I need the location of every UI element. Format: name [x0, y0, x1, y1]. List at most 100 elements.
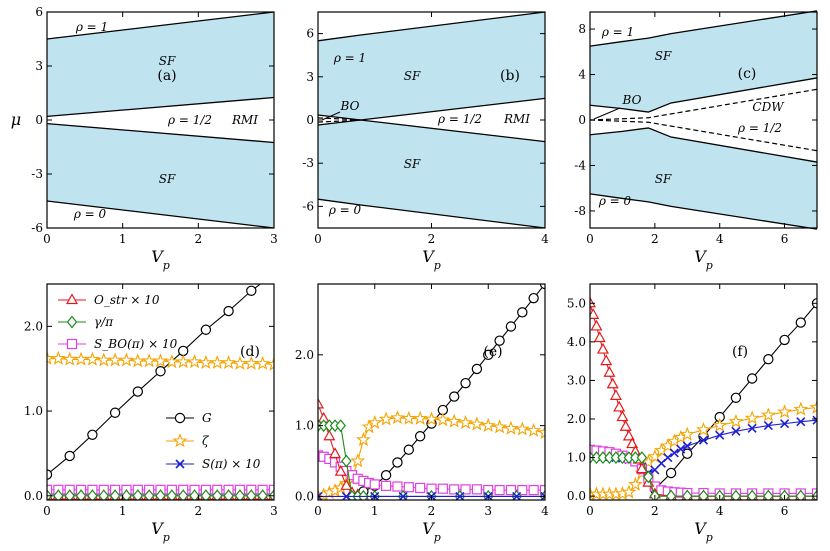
marker-x: [812, 415, 817, 425]
marker-circle: [795, 317, 806, 328]
series-circle: [358, 284, 545, 497]
series-line: [590, 303, 817, 497]
plot-area: [47, 284, 274, 500]
y-tick-label: 1.0: [567, 451, 586, 465]
plot-frame: [46, 283, 275, 501]
y-tick-label: -4: [574, 158, 586, 172]
region-label: ρ = 1: [601, 25, 634, 39]
x-tick-label: 0: [43, 504, 51, 518]
region-label: ρ = 0: [598, 194, 632, 208]
marker-circle: [779, 334, 790, 346]
y-tick-label: 0: [35, 113, 43, 127]
y-tick-label: 2.0: [24, 319, 43, 333]
x-tick-label: 2: [195, 232, 203, 246]
region-label: SF: [159, 172, 176, 186]
marker-square: [528, 484, 539, 496]
marker-star: [435, 412, 451, 427]
y-tick-label: 5.0: [567, 296, 586, 310]
marker-x: [398, 491, 408, 500]
x-tick-label: 1: [371, 504, 379, 518]
region-label: SF: [159, 54, 176, 68]
marker-circle: [746, 373, 758, 384]
marker-circle: [246, 285, 257, 296]
marker-diamond: [132, 489, 144, 500]
panel-label: (d): [240, 344, 260, 360]
legend-label: G: [202, 411, 212, 425]
x-tick-label: 4: [541, 504, 549, 518]
marker-circle: [109, 407, 121, 418]
x-axis-label: Vp: [151, 247, 170, 272]
legend-label: O_str × 10: [94, 293, 160, 307]
legend-item: S_BO(π) × 10: [58, 337, 178, 351]
marker-star: [744, 410, 760, 425]
marker-circle: [414, 431, 426, 442]
marker-triangle: [613, 400, 626, 412]
y-tick-label: 3: [306, 70, 314, 84]
marker-circle: [471, 363, 483, 375]
x-tick-label: 0: [586, 232, 594, 246]
marker-diamond: [234, 489, 246, 500]
panel-label: (a): [157, 68, 176, 84]
marker-star: [378, 411, 394, 426]
marker-x: [780, 419, 790, 429]
marker-triangle: [318, 397, 325, 409]
marker-star: [480, 417, 496, 432]
marker-circle: [174, 412, 186, 424]
y-tick-label: 1.0: [24, 404, 43, 418]
y-tick-label: 0.0: [295, 489, 314, 503]
marker-star: [119, 352, 134, 367]
marker-diamond: [200, 489, 212, 500]
marker-square: [47, 484, 53, 495]
marker-square: [505, 484, 517, 496]
plot-frame: [589, 283, 818, 501]
x-tick-label: 4: [716, 504, 724, 518]
marker-circle: [223, 305, 234, 317]
marker-diamond: [64, 489, 75, 500]
marker-circle: [87, 429, 98, 440]
marker-x: [715, 430, 725, 440]
x-axis-label: Vp: [422, 247, 441, 272]
y-tick-label: 6: [306, 27, 314, 41]
marker-star: [85, 351, 100, 366]
marker-star: [130, 353, 146, 368]
marker-x: [676, 444, 686, 454]
marker-x: [512, 491, 522, 500]
marker-circle: [528, 292, 539, 304]
marker-triangle: [329, 447, 342, 459]
series-circle: [649, 298, 817, 495]
x-axis-label: Vp: [151, 519, 170, 544]
marker-star: [728, 413, 744, 428]
plot-frame: [589, 11, 818, 229]
y-tick-label: 3.0: [567, 373, 586, 387]
region-label: ρ = 0: [73, 207, 107, 221]
legend-item: γ/π: [58, 315, 114, 329]
series-diamond: [47, 489, 274, 500]
marker-diamond: [698, 489, 709, 500]
marker-circle: [763, 354, 774, 365]
region-label: RMI: [231, 113, 258, 127]
region-label: ρ = 0: [328, 203, 362, 217]
y-tick-label: 1.0: [295, 419, 314, 433]
series-line: [363, 284, 545, 492]
marker-star: [141, 353, 157, 368]
marker-circle: [483, 349, 494, 361]
marker-diamond: [746, 489, 758, 500]
marker-x: [540, 491, 545, 500]
marker-square: [539, 484, 545, 496]
y-tick-label: 4.0: [567, 335, 586, 349]
boundary-upper_top: [589, 10, 818, 47]
boundary-upper_top: [317, 11, 546, 42]
marker-triangle: [600, 354, 613, 366]
marker-diamond: [75, 489, 87, 500]
marker-star: [209, 355, 225, 370]
marker-triangle: [616, 410, 629, 422]
marker-circle: [682, 448, 693, 459]
x-tick-label: 2: [428, 232, 436, 246]
marker-triangle: [65, 293, 79, 305]
y-tick-label: 0: [306, 113, 314, 127]
panel-label: (f): [732, 344, 748, 360]
marker-diamond: [358, 490, 369, 500]
marker-diamond: [47, 489, 53, 500]
